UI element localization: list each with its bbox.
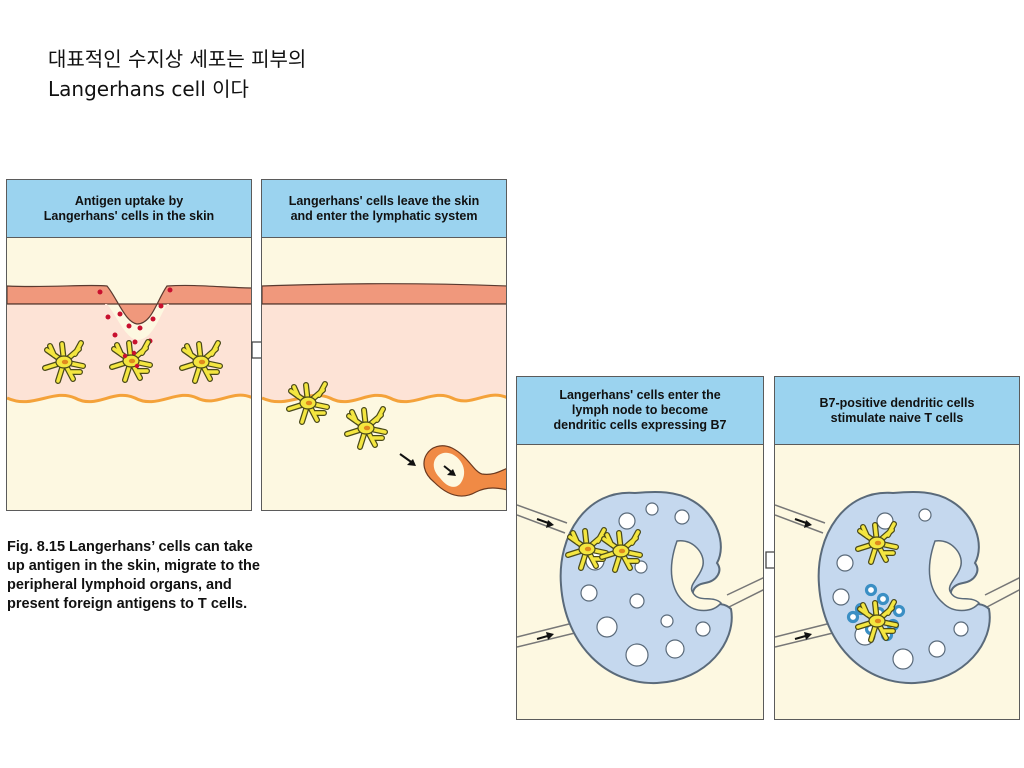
caption-line: present foreign antigens to T cells. [7,596,248,612]
skin-illustration [7,238,251,510]
panel-header-line: stimulate naive T cells [830,410,964,425]
skin-lymphatic-illustration [262,238,506,510]
panel-header-line: Langerhans' cells in the skin [43,208,215,223]
lymph-node-illustration [517,445,763,719]
panel-t-cell-stimulation: B7-positive dendritic cells stimulate na… [774,376,1020,720]
caption-line: up antigen in the skin, migrate to the [7,558,260,574]
panel-header: Langerhans' cells leave the skin and ent… [262,180,506,238]
panel-header-line: dendritic cells expressing B7 [553,418,727,432]
slide-title-line-2: Langerhans cell 이다 [48,77,249,101]
panel-header-line: Langerhans' cells enter the [559,388,721,402]
panel-header-line: Antigen uptake by [74,193,184,208]
panel-antigen-uptake: Antigen uptake by Langerhans' cells in t… [6,179,252,511]
panel-header-line: Langerhans' cells leave the skin [288,193,480,208]
panel-header: Langerhans' cells enter the lymph node t… [517,377,763,445]
figure-caption: Fig. 8.15 Langerhans’ cells can take up … [7,538,327,614]
panel-header-line: and enter the lymphatic system [290,208,478,223]
panel-leave-skin: Langerhans' cells leave the skin and ent… [261,179,507,511]
caption-line: Fig. 8.15 Langerhans’ cells can take [7,539,253,555]
panel-header-line: B7-positive dendritic cells [819,395,975,410]
caption-line: peripheral lymphoid organs, and [7,577,232,593]
slide-title: 대표적인 수지상 세포는 피부의 Langerhans cell 이다 [48,44,468,104]
t-cell-activation-illustration [775,445,1019,719]
panel-header: Antigen uptake by Langerhans' cells in t… [7,180,251,238]
panel-header: B7-positive dendritic cells stimulate na… [775,377,1019,445]
panel-header-line: lymph node to become [571,403,709,417]
slide-title-line-1: 대표적인 수지상 세포는 피부의 [48,47,307,71]
panel-lymph-node-entry: Langerhans' cells enter the lymph node t… [516,376,764,720]
